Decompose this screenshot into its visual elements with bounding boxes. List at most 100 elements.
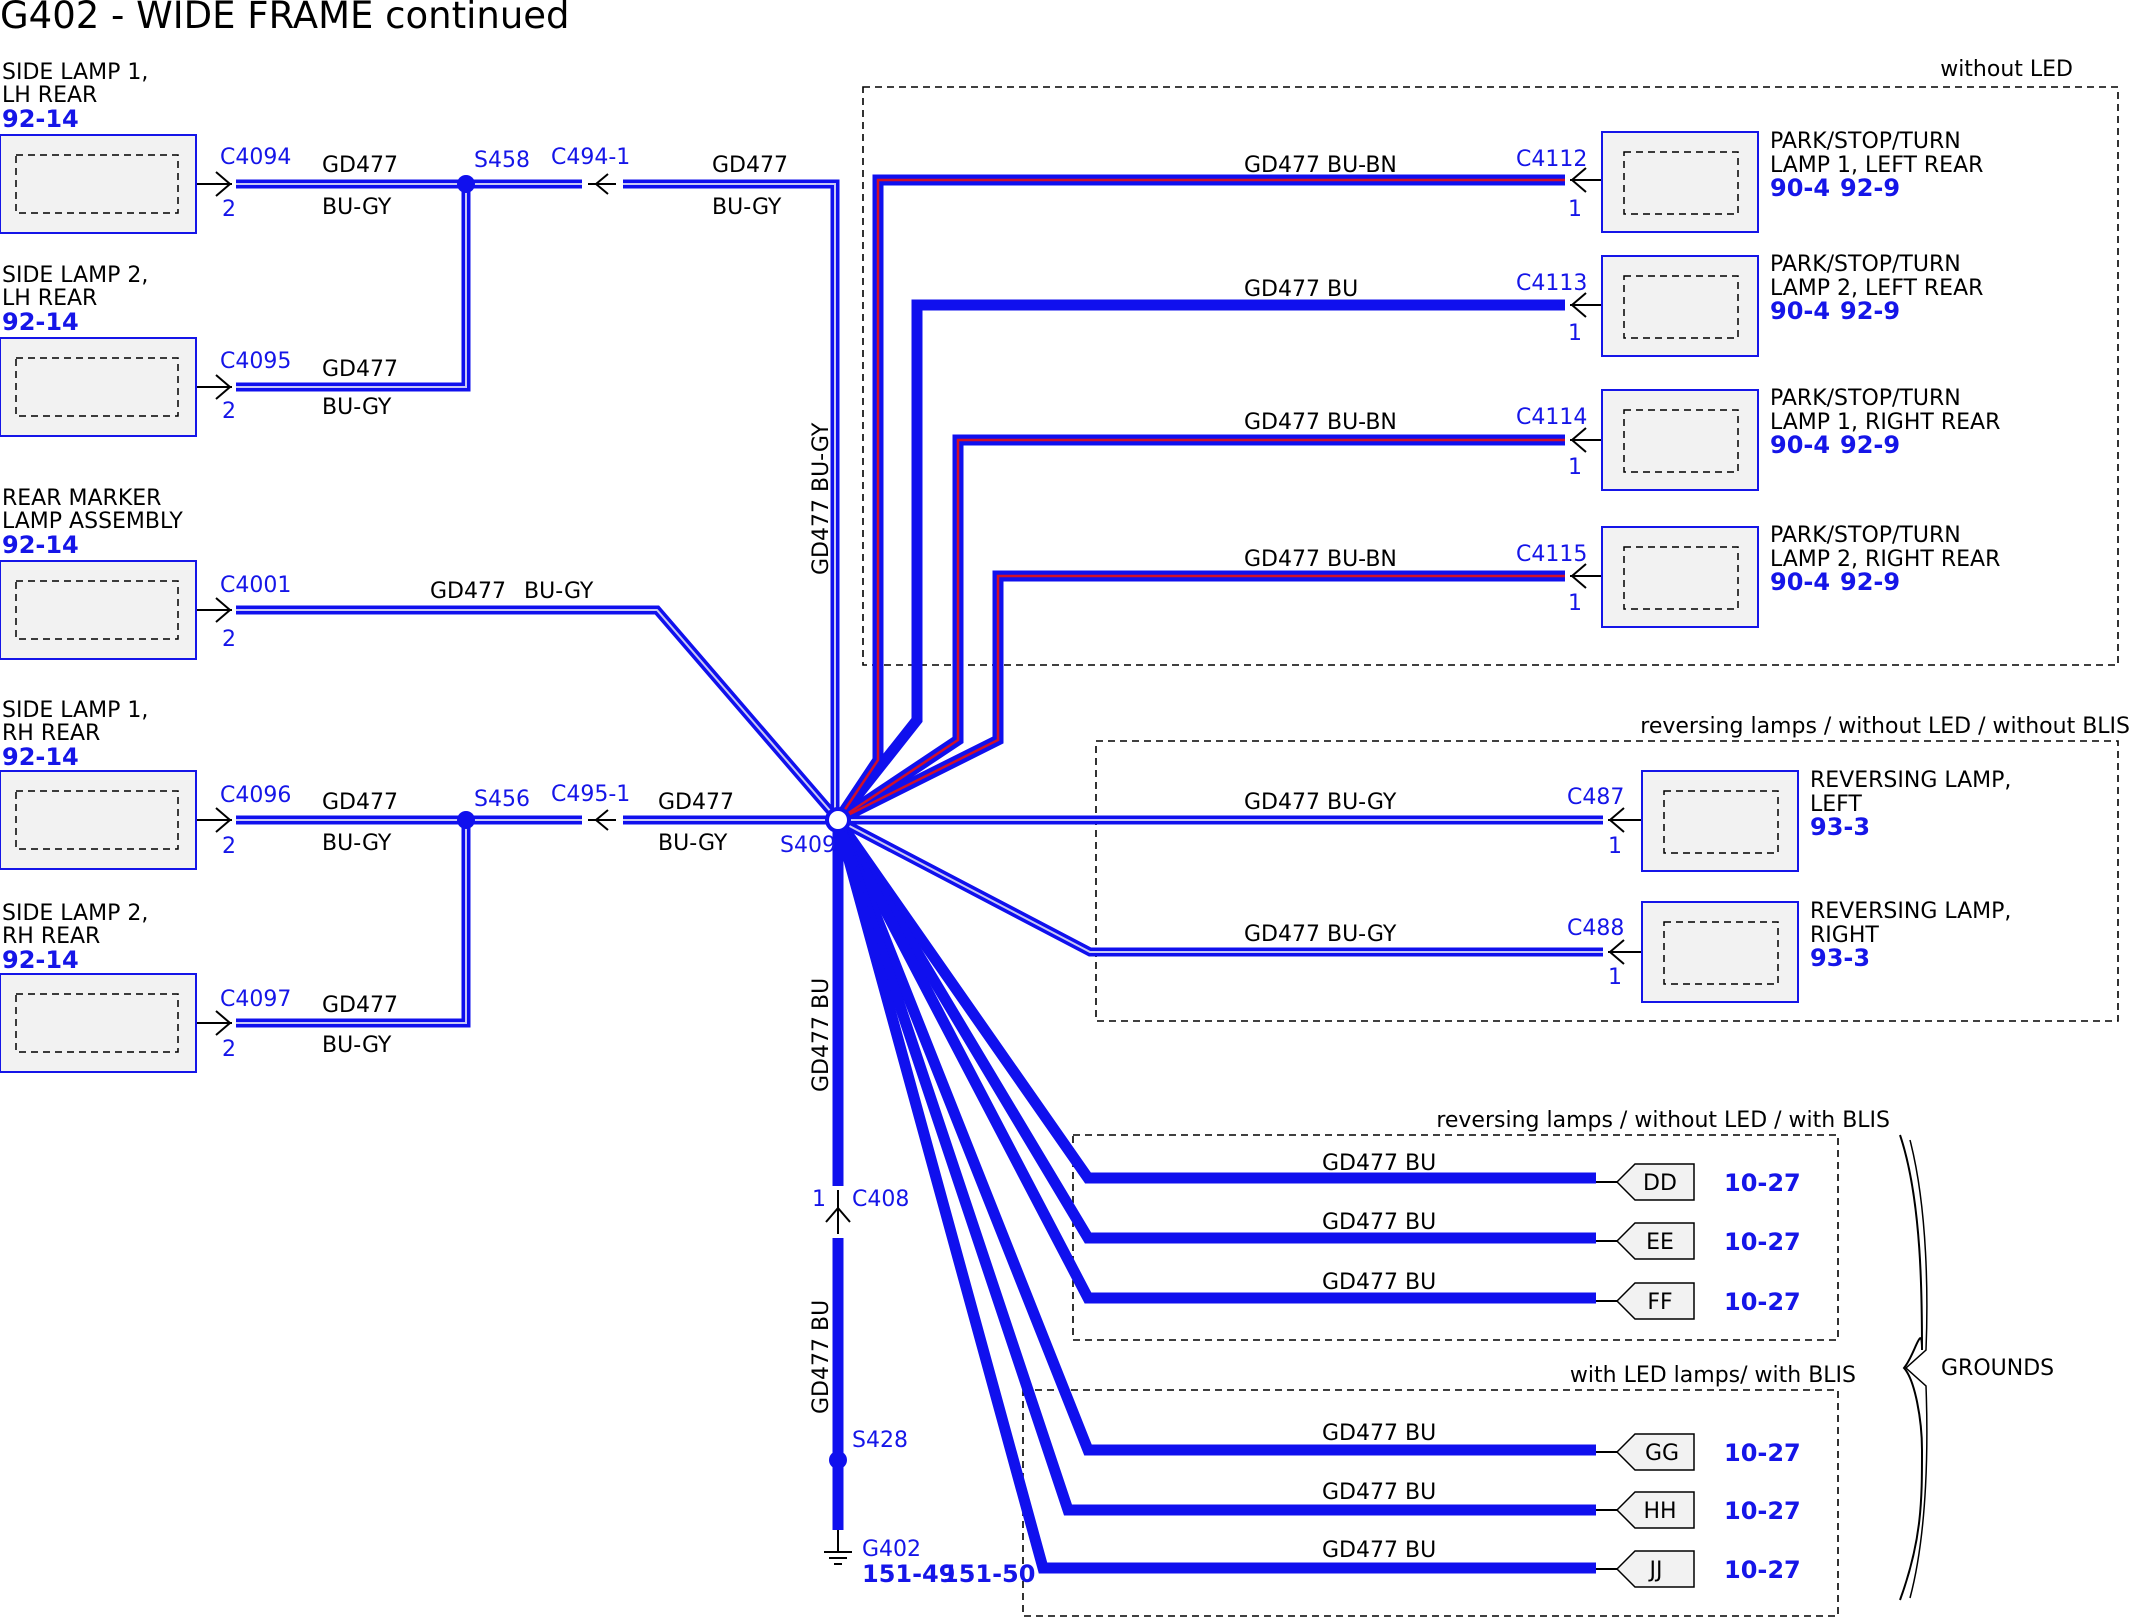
component-name: REVERSING LAMP,: [1810, 899, 2011, 924]
connector-pin: 2: [222, 834, 236, 859]
page-reference[interactable]: 92-9: [1840, 174, 1900, 202]
component-name: REVERSING LAMP,: [1810, 768, 2011, 793]
page-reference[interactable]: 90-4: [1770, 174, 1830, 202]
ground-terminal-gg[interactable]: [1615, 1433, 1695, 1471]
component-name: LH REAR: [2, 286, 97, 311]
connector-pin: 1: [1568, 197, 1582, 222]
page-reference[interactable]: 151-50: [942, 1560, 1035, 1588]
wire-stripes: [236, 178, 1603, 1024]
component-side-lamp-1-rh-rear[interactable]: [0, 770, 197, 870]
component-name: LAMP ASSEMBLY: [2, 509, 183, 534]
component-name: LAMP 1, LEFT REAR: [1770, 153, 1983, 178]
splice-s409-node: [825, 807, 851, 833]
component-park-stop-turn-lamp-2-left-rear[interactable]: [1601, 255, 1759, 357]
stripe-c4112: [836, 178, 1565, 821]
component-inner-outline: [15, 154, 179, 214]
page-reference[interactable]: 10-27: [1724, 1556, 1801, 1584]
page-title: G402 - WIDE FRAME continued: [0, 0, 570, 37]
page-reference[interactable]: 92-14: [2, 743, 79, 771]
wire-color: BU-GY: [524, 579, 594, 604]
left-components: SIDE LAMP 1, LH REAR 92-14 C4094 2 GD477…: [0, 60, 594, 1073]
component-name: RIGHT: [1810, 923, 1879, 948]
page-reference[interactable]: 10-27: [1724, 1228, 1801, 1256]
stripe-c4115: [837, 574, 1565, 822]
splice-s458-node: [457, 175, 475, 193]
wire-label-vertical-up: GD477 BU-GY: [809, 422, 834, 575]
wire-c494-s409: [623, 179, 840, 820]
group-label-reversing-blis: reversing lamps / without LED / with BLI…: [1436, 1108, 1890, 1133]
component-side-lamp-1-lh-rear[interactable]: [0, 134, 197, 234]
connector-pin: 1: [1568, 455, 1582, 480]
connector-id: C4112: [1516, 147, 1587, 172]
terminal-label: DD: [1643, 1171, 1677, 1196]
terminal-label: EE: [1646, 1230, 1674, 1255]
group-frame-reversing-blis: [1072, 1134, 1839, 1341]
wire-color: BU-GY: [322, 395, 392, 420]
wire-color: BU-GY: [658, 831, 728, 856]
connector-id: C4115: [1516, 542, 1587, 567]
splice-s456-label: S456: [474, 787, 530, 812]
ground-g402-label: G402: [862, 1537, 921, 1562]
component-name: LH REAR: [2, 83, 97, 108]
ground-terminal-dd[interactable]: [1615, 1163, 1695, 1201]
connector-id: C487: [1567, 785, 1624, 810]
page-reference[interactable]: 92-9: [1840, 297, 1900, 325]
page-reference[interactable]: 90-4: [1770, 568, 1830, 596]
page-reference[interactable]: 10-27: [1724, 1169, 1801, 1197]
component-name: PARK/STOP/TURN: [1770, 252, 1961, 277]
wire-code: GD477: [658, 790, 734, 815]
component-name: SIDE LAMP 2,: [2, 263, 148, 288]
wire-color: BU-GY: [322, 195, 392, 220]
component-park-stop-turn-lamp-1-right-rear[interactable]: [1601, 389, 1759, 491]
wire-label: GD477 BU: [1322, 1151, 1436, 1176]
page-reference[interactable]: 90-4: [1770, 297, 1830, 325]
ground-terminal-jj[interactable]: [1615, 1550, 1695, 1588]
wire-code: GD477: [322, 993, 398, 1018]
page-reference[interactable]: 92-9: [1840, 568, 1900, 596]
arrow-c495: [588, 809, 616, 831]
connector-id: C4001: [220, 573, 291, 598]
connector-id: C4094: [220, 145, 291, 170]
component-reversing-lamp-right[interactable]: [1641, 901, 1799, 1003]
wire-code: GD477: [712, 153, 788, 178]
component-reversing-lamp-left[interactable]: [1641, 770, 1799, 872]
stripe-c494: [623, 183, 836, 820]
component-inner-outline: [1623, 275, 1739, 339]
component-inner-outline: [15, 993, 179, 1053]
page-reference[interactable]: 90-4: [1770, 431, 1830, 459]
connector-c494-label: C494-1: [551, 145, 630, 170]
connector-id: C4113: [1516, 271, 1587, 296]
group-frame-reversing-no-blis: [1095, 740, 2119, 1022]
wire-label: GD477 BU-GY: [1244, 790, 1397, 815]
page-reference[interactable]: 92-14: [2, 308, 79, 336]
connector-c408-pin: 1: [812, 1187, 826, 1212]
component-park-stop-turn-lamp-2-right-rear[interactable]: [1601, 526, 1759, 628]
connector-pin: 1: [1608, 965, 1622, 990]
page-reference[interactable]: 92-14: [2, 531, 79, 559]
component-rear-marker-lamp-assembly[interactable]: [0, 560, 197, 660]
wire-s409-c4112: [833, 174, 1565, 824]
page-reference[interactable]: 93-3: [1810, 813, 1870, 841]
page-reference[interactable]: 10-27: [1724, 1288, 1801, 1316]
ground-terminal-ff[interactable]: [1615, 1282, 1695, 1320]
connector-c408-label: C408: [852, 1187, 909, 1212]
wire-code: GD477: [322, 153, 398, 178]
terminal-label: HH: [1643, 1499, 1676, 1524]
ground-terminal-hh[interactable]: [1615, 1491, 1695, 1529]
page-reference[interactable]: 92-14: [2, 946, 79, 974]
page-reference[interactable]: 151-49: [862, 1560, 955, 1588]
wire-s409-c4113: [833, 299, 1565, 824]
ground-terminal-ee[interactable]: [1615, 1222, 1695, 1260]
page-reference[interactable]: 92-14: [2, 105, 79, 133]
connector-pin: 2: [222, 1037, 236, 1062]
component-park-stop-turn-lamp-1-left-rear[interactable]: [1601, 131, 1759, 233]
right-components: GD477 BU-BN C4112 1 PARK/STOP/TURN LAMP …: [1244, 129, 2011, 1003]
page-reference[interactable]: 10-27: [1724, 1439, 1801, 1467]
component-side-lamp-2-lh-rear[interactable]: [0, 337, 197, 437]
component-side-lamp-2-rh-rear[interactable]: [0, 973, 197, 1073]
wire-label: GD477 BU: [1322, 1538, 1436, 1563]
page-reference[interactable]: 93-3: [1810, 944, 1870, 972]
page-reference[interactable]: 92-9: [1840, 431, 1900, 459]
page-reference[interactable]: 10-27: [1724, 1497, 1801, 1525]
connector-pin: 2: [222, 197, 236, 222]
